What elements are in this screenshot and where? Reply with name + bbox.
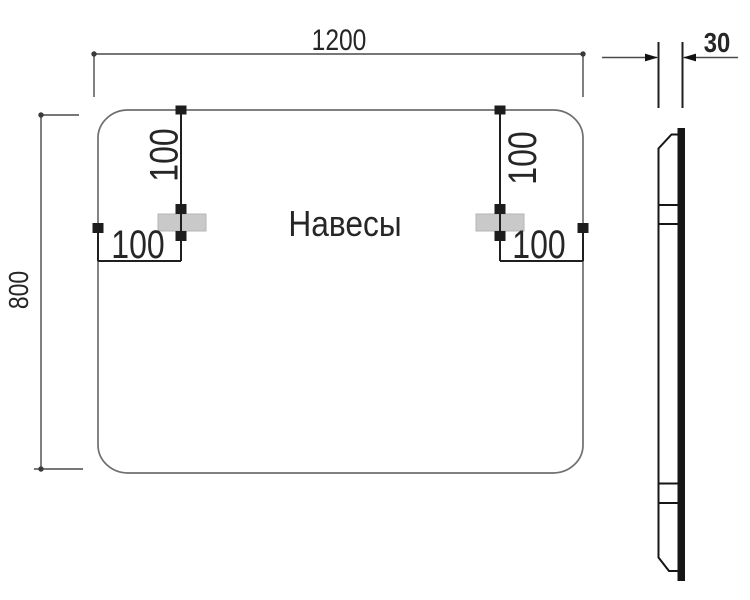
hanger-right-side-offset-label: 100 — [512, 222, 565, 267]
dim-thickness-arrow-left — [683, 53, 696, 62]
backing-outline — [657, 133, 678, 572]
hanger-right-marker-lower — [494, 231, 506, 241]
dim-height-tick-bottom — [38, 466, 44, 472]
hanger-right: 100 100 — [475, 105, 589, 267]
hanger-right-marker-edge — [577, 223, 589, 233]
hanger-left-marker-top — [175, 105, 187, 115]
hanger-left-side-offset-label: 100 — [111, 222, 164, 267]
dim-width-tick-left — [91, 51, 97, 57]
hangers-title: Навесы — [288, 204, 401, 244]
front-view: 1200 800 100 100 — [4, 23, 589, 474]
dim-height-tick-top — [38, 112, 44, 118]
hanger-right-marker-upper — [494, 204, 506, 214]
hanger-right-top-offset-label: 100 — [500, 131, 545, 184]
hanger-left-marker-edge — [92, 223, 104, 233]
dim-width-tick-right — [580, 51, 586, 57]
dim-width-label: 1200 — [312, 23, 367, 57]
mirror-outline — [97, 109, 584, 474]
dim-thickness-label: 30 — [704, 26, 730, 58]
hanger-left-marker-lower — [175, 231, 187, 241]
profile — [657, 128, 685, 581]
hanger-right-marker-top — [494, 105, 506, 115]
dim-height: 800 — [4, 112, 83, 472]
dim-thickness: 30 — [602, 26, 738, 108]
hanger-left-marker-upper — [175, 204, 187, 214]
hanger-left: 100 100 — [92, 105, 207, 267]
side-view: 30 — [602, 26, 738, 581]
dim-thickness-arrow-right — [645, 53, 658, 62]
dim-height-label: 800 — [4, 271, 35, 309]
dim-width: 1200 — [91, 23, 586, 97]
hanger-left-top-offset-label: 100 — [141, 128, 186, 181]
glass-edge-bar — [677, 128, 685, 581]
